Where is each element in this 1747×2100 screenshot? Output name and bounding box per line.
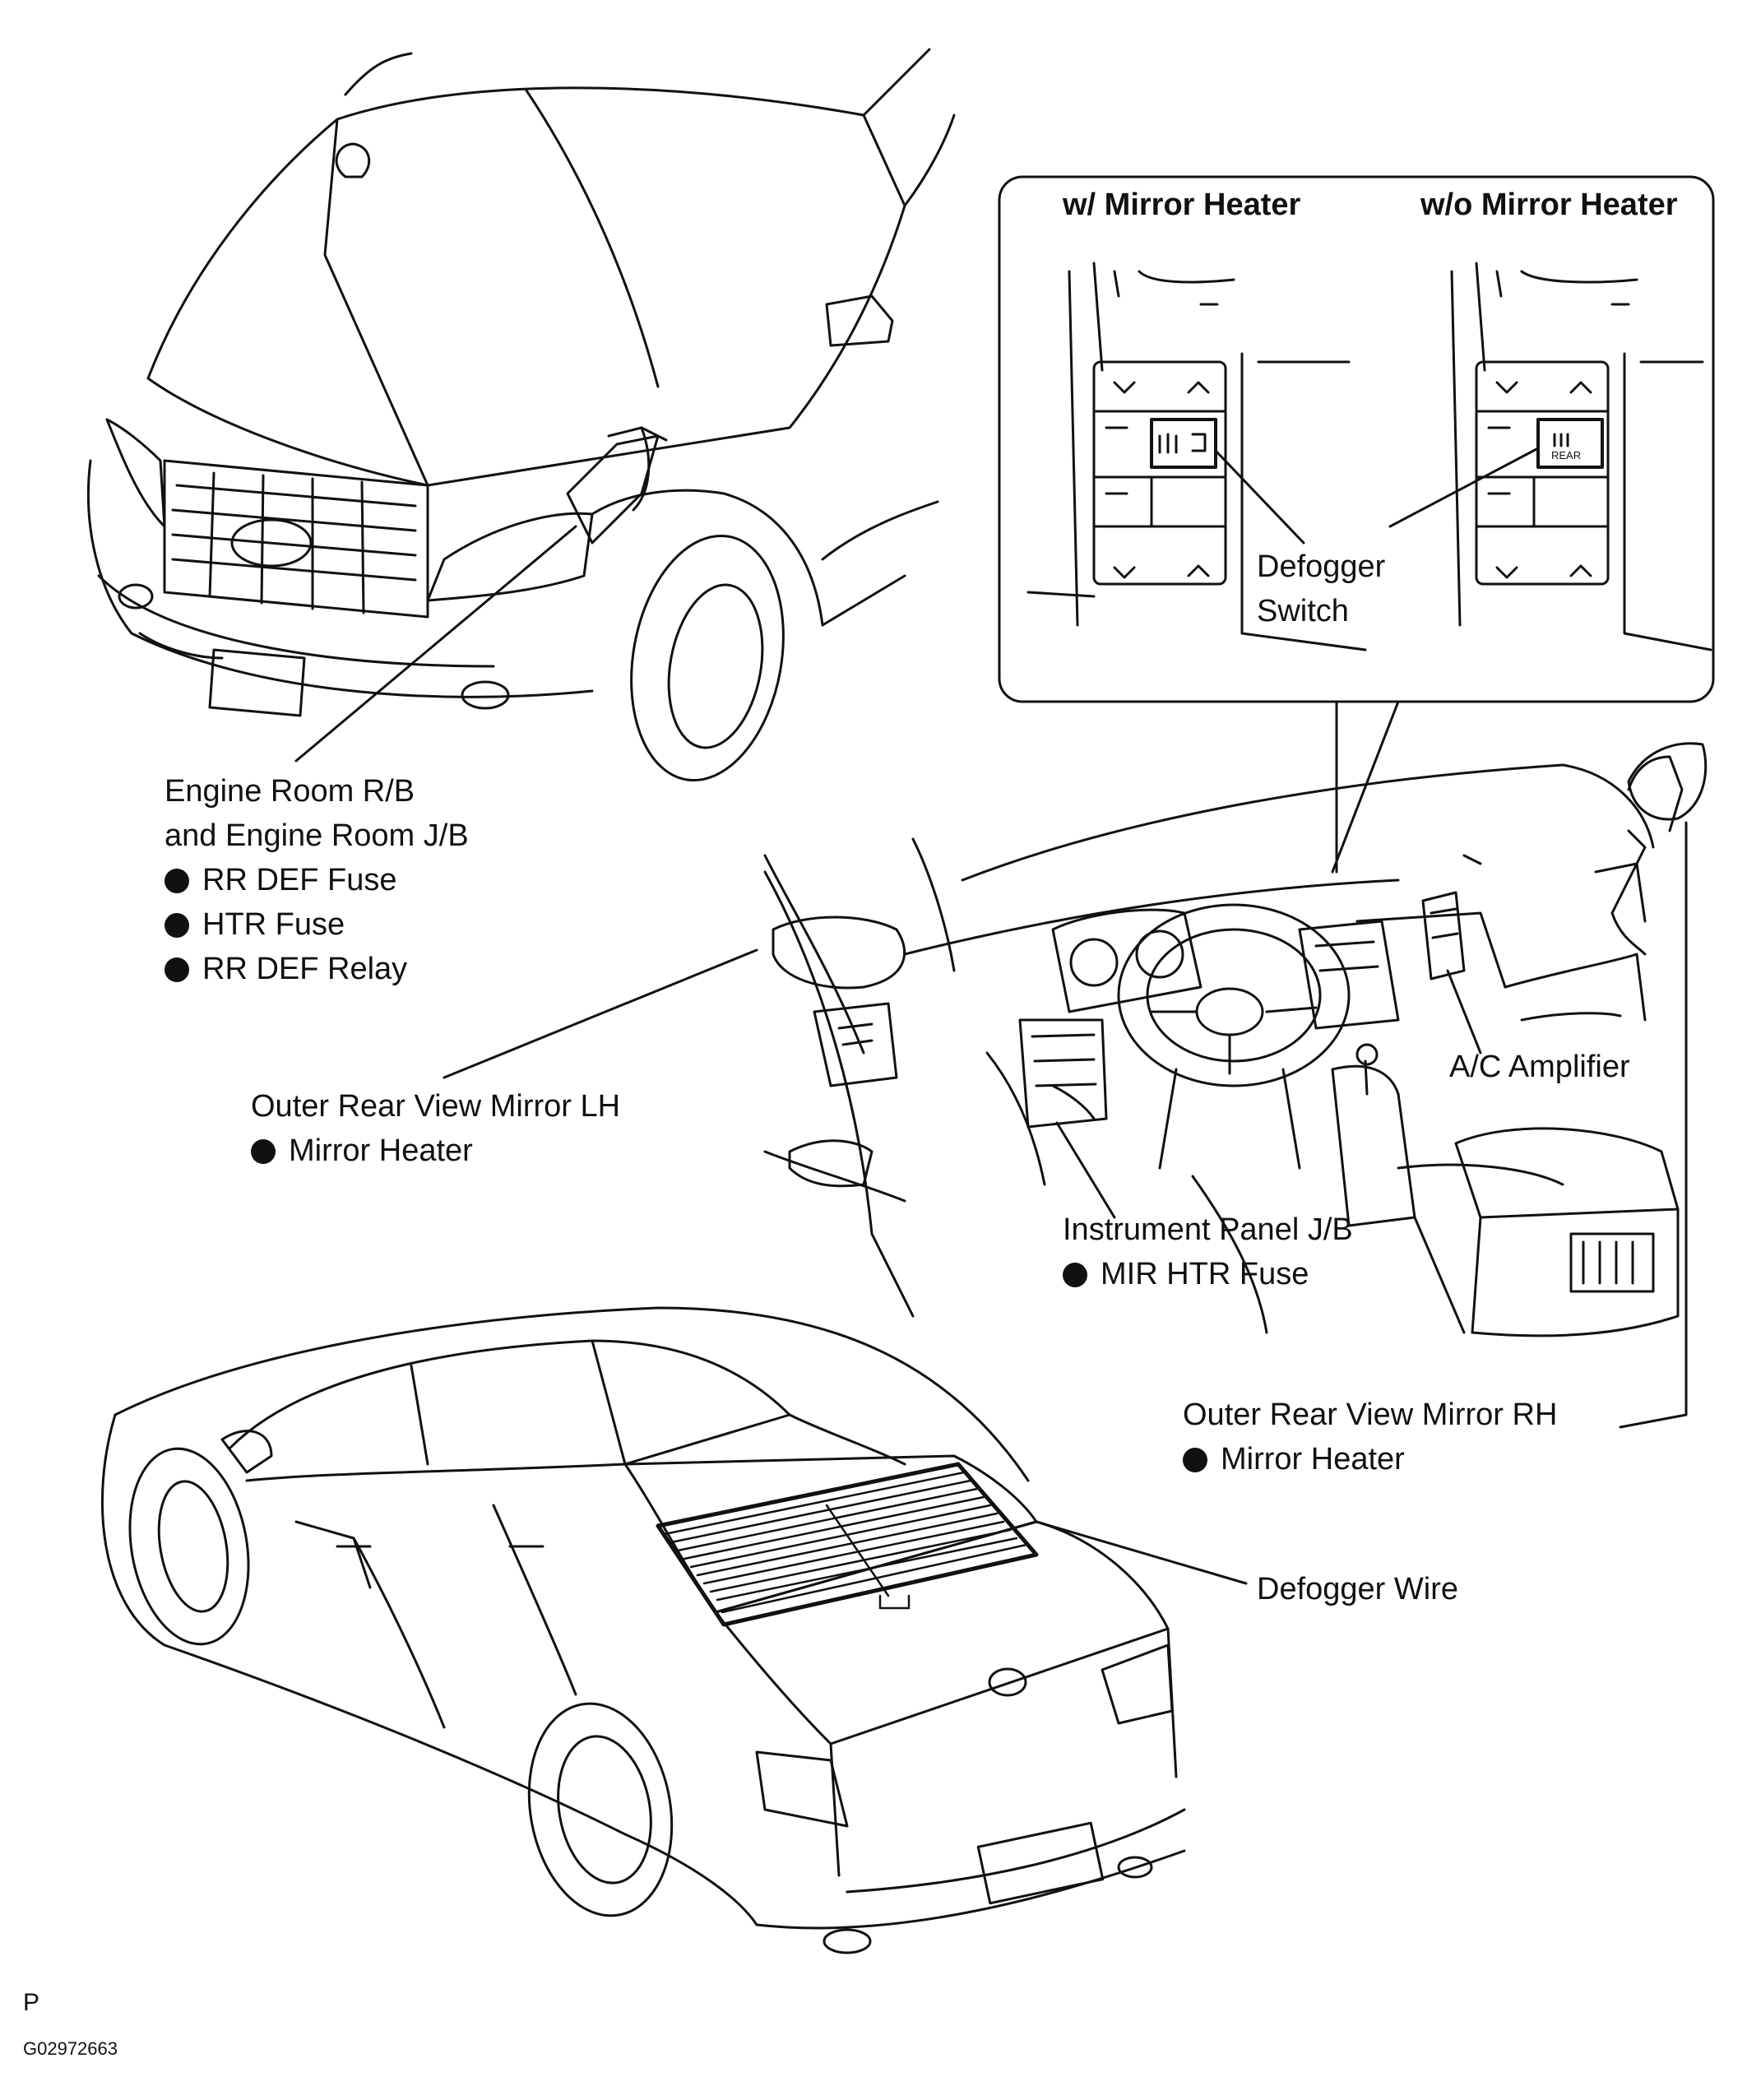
bullet-icon	[165, 913, 189, 938]
instrument-panel-item-text: MIR HTR Fuse	[1101, 1257, 1309, 1291]
engine-room-item-text: RR DEF Fuse	[202, 863, 397, 897]
dashboard-interior-illustration	[763, 742, 1708, 1337]
defogger-switch-inset	[998, 175, 1715, 874]
engine-room-title-line1: Engine Room R/B	[165, 774, 415, 809]
front-car-illustration	[86, 48, 956, 782]
bullet-icon	[165, 957, 189, 982]
engine-room-item: RR DEF Relay	[165, 947, 469, 991]
defogger-wire-grid	[656, 1462, 1039, 1627]
rear-car-illustration	[100, 1306, 1186, 1954]
mirror-rh-item: Mirror Heater	[1183, 1437, 1557, 1481]
instrument-panel-title: Instrument Panel J/B	[1063, 1212, 1353, 1247]
ac-amplifier-callout: A/C Amplifier	[1449, 1050, 1630, 1084]
bullet-icon	[1183, 1448, 1207, 1472]
engine-room-item: HTR Fuse	[165, 902, 469, 947]
mirror-rh-item-text: Mirror Heater	[1221, 1442, 1405, 1476]
engine-room-item-text: HTR Fuse	[202, 907, 345, 942]
mirror-lh-item-text: Mirror Heater	[289, 1133, 473, 1168]
bullet-icon	[1063, 1263, 1087, 1287]
engine-room-item-text: RR DEF Relay	[202, 952, 408, 986]
instrument-panel-callout: Instrument Panel J/B MIR HTR Fuse	[1063, 1208, 1353, 1296]
engine-room-item: RR DEF Fuse	[165, 858, 469, 902]
bullet-icon	[165, 869, 189, 893]
defogger-switch-line2: Switch	[1257, 594, 1349, 628]
callout-leaders	[294, 525, 1688, 1585]
inset-header-with-mirror-heater: w/ Mirror Heater	[1063, 188, 1301, 222]
switch-panel-without-mirror-heater	[1450, 262, 1712, 651]
inset-header-without-mirror-heater: w/o Mirror Heater	[1420, 188, 1678, 222]
mirror-lh-title: Outer Rear View Mirror LH	[251, 1089, 621, 1124]
instrument-panel-item: MIR HTR Fuse	[1063, 1252, 1353, 1296]
reference-code: G02972663	[23, 2038, 118, 2059]
bullet-icon	[251, 1139, 276, 1164]
engine-room-title-line2: and Engine Room J/B	[165, 818, 469, 853]
page-letter: P	[23, 1989, 40, 2016]
defogger-wire-callout: Defogger Wire	[1257, 1572, 1458, 1606]
defogger-switch-callout: Defogger Switch	[1257, 545, 1385, 633]
rear-switch-label: REAR	[1551, 449, 1582, 461]
switch-panel-with-mirror-heater	[1026, 262, 1367, 651]
defogger-switch-line1: Defogger	[1257, 549, 1386, 584]
mirror-rh-title: Outer Rear View Mirror RH	[1183, 1398, 1558, 1432]
mirror-lh-callout: Outer Rear View Mirror LH Mirror Heater	[251, 1084, 620, 1173]
mirror-rh-callout: Outer Rear View Mirror RH Mirror Heater	[1183, 1393, 1557, 1481]
mirror-lh-item: Mirror Heater	[251, 1129, 620, 1173]
engine-room-callout: Engine Room R/B and Engine Room J/B RR D…	[165, 769, 469, 991]
